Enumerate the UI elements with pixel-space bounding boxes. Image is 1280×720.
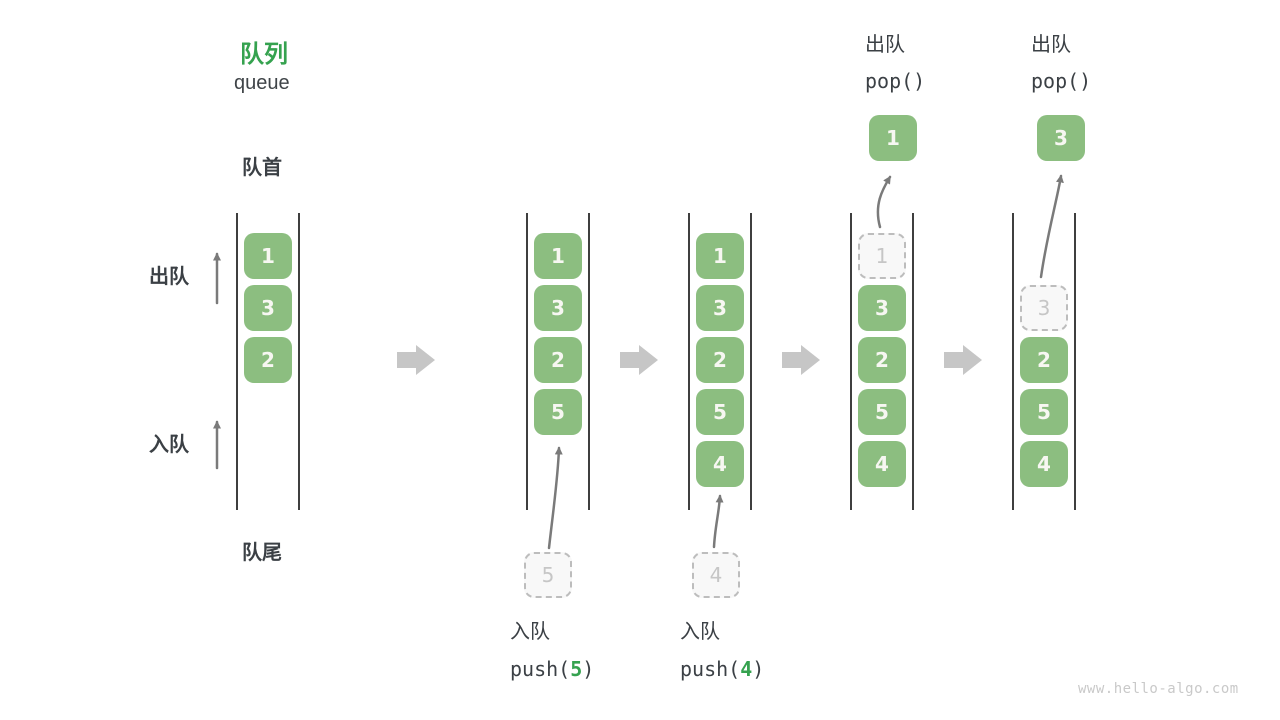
queue-wall-right xyxy=(750,213,752,510)
queue-cell-dashed: 1 xyxy=(858,233,906,279)
page-subtitle: queue xyxy=(234,72,290,94)
popped-value-3: 3 xyxy=(1037,115,1085,161)
queue-wall-left xyxy=(236,213,238,510)
queue-cell-solid: 5 xyxy=(1020,389,1068,435)
queue-cell-solid: 2 xyxy=(534,337,582,383)
queue-cell-solid: 2 xyxy=(244,337,292,383)
pop-1-label: 出队 xyxy=(865,34,905,56)
push-1-code: push(5) xyxy=(510,657,595,681)
page-title: 队列 xyxy=(240,41,288,68)
queue-cell-solid: 5 xyxy=(696,389,744,435)
pop-3-arrow xyxy=(1039,174,1064,279)
queue-cell-solid: 4 xyxy=(1020,441,1068,487)
push-2-code: push(4) xyxy=(680,657,765,681)
queue-rear-label: 队尾 xyxy=(242,542,282,564)
queue-cell-solid: 3 xyxy=(534,285,582,331)
queue-front-label: 队首 xyxy=(242,157,282,179)
queue-cell-solid: 1 xyxy=(534,233,582,279)
queue-wall-left xyxy=(850,213,852,510)
queue-cell-solid: 5 xyxy=(858,389,906,435)
pop-2-code: pop() xyxy=(1031,69,1092,93)
state-transition-arrow-3 xyxy=(782,345,820,375)
staged-value-4: 4 xyxy=(692,552,740,598)
queue-cell-solid: 1 xyxy=(696,233,744,279)
queue-cell-solid: 3 xyxy=(696,285,744,331)
push-4-arrow xyxy=(712,494,724,549)
queue-wall-right xyxy=(298,213,300,510)
enqueue-side-label: 入队 xyxy=(149,434,189,456)
push-1-label: 入队 xyxy=(510,621,550,643)
queue-cell-solid: 2 xyxy=(858,337,906,383)
queue-wall-left xyxy=(1012,213,1014,510)
queue-wall-left xyxy=(688,213,690,510)
queue-cell-dashed: 3 xyxy=(1020,285,1068,331)
state-transition-arrow-2 xyxy=(620,345,658,375)
dequeue-side-label: 出队 xyxy=(149,266,189,288)
pop-1-code: pop() xyxy=(865,69,926,93)
state-transition-arrow-1 xyxy=(397,345,435,375)
push-5-arrow xyxy=(547,446,563,550)
pop-1-arrow xyxy=(876,175,892,229)
queue-wall-left xyxy=(526,213,528,510)
queue-wall-right xyxy=(912,213,914,510)
queue-wall-right xyxy=(1074,213,1076,510)
state-transition-arrow-4 xyxy=(944,345,982,375)
queue-cell-solid: 1 xyxy=(244,233,292,279)
popped-value-1: 1 xyxy=(869,115,917,161)
push-1-arg: 5 xyxy=(570,657,583,681)
watermark: www.hello-algo.com xyxy=(1078,681,1239,697)
queue-cell-solid: 2 xyxy=(696,337,744,383)
queue-cell-solid: 2 xyxy=(1020,337,1068,383)
push-2-arg: 4 xyxy=(740,657,753,681)
push-2-label: 入队 xyxy=(680,621,720,643)
staged-value-5: 5 xyxy=(524,552,572,598)
queue-cell-solid: 4 xyxy=(858,441,906,487)
queue-cell-solid: 3 xyxy=(858,285,906,331)
pop-2-label: 出队 xyxy=(1031,34,1071,56)
queue-cell-solid: 3 xyxy=(244,285,292,331)
queue-cell-solid: 5 xyxy=(534,389,582,435)
queue-cell-solid: 4 xyxy=(696,441,744,487)
queue-wall-right xyxy=(588,213,590,510)
